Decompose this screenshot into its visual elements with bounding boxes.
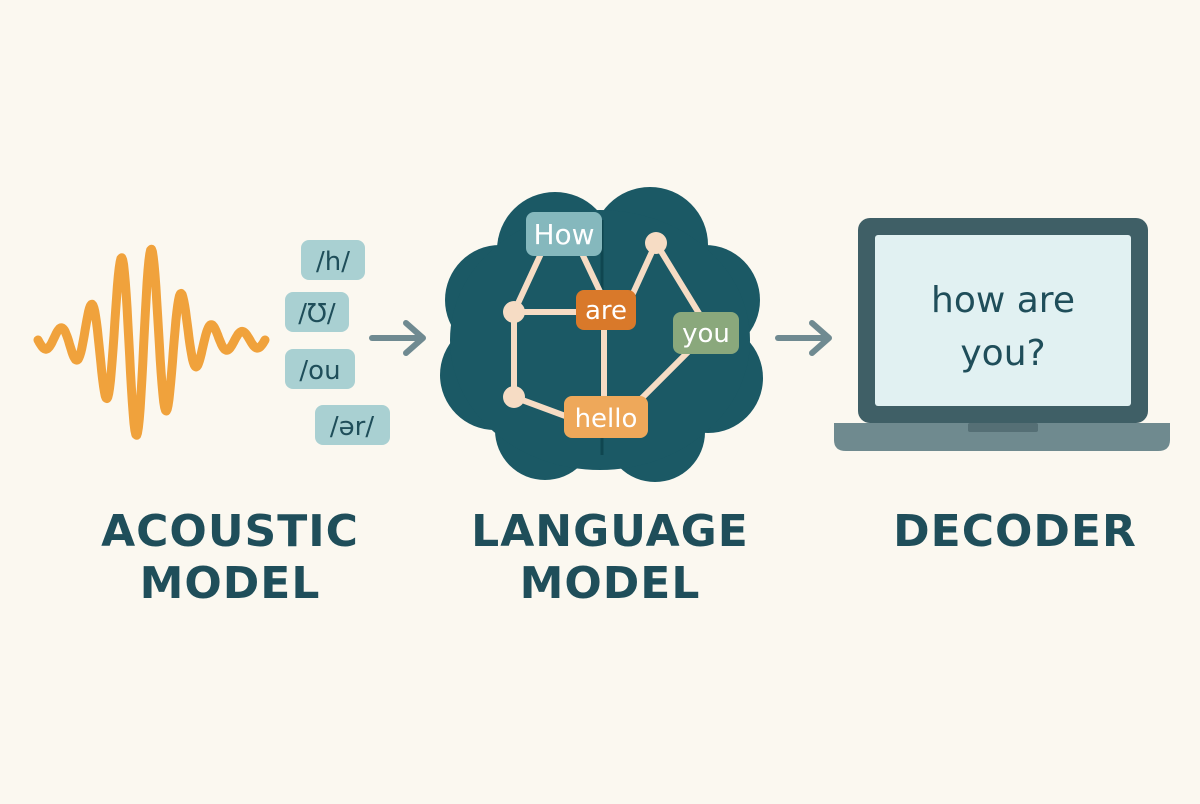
phoneme-chip-bg [301, 240, 365, 280]
word-label: are [585, 296, 627, 326]
network-node [503, 301, 525, 323]
phoneme-chip: /Ʊ/ [285, 292, 349, 332]
phoneme-label: /ər/ [330, 412, 374, 442]
word-label: you [682, 319, 730, 349]
word-chip-how: How [526, 212, 602, 256]
word-chip-bg [673, 312, 739, 354]
word-label: hello [575, 404, 638, 434]
word-chip-hello: hello [564, 396, 648, 438]
word-chip-bg [526, 212, 602, 256]
language-model-label: LANGUAGE MODEL [445, 506, 775, 610]
label-line: MODEL [519, 558, 701, 609]
word-chip-bg [576, 290, 636, 330]
decoder-output-line2: you? [960, 333, 1045, 374]
decoder-label: DECODER [855, 506, 1175, 558]
arrow-right-icon [369, 320, 426, 356]
acoustic-model-group: /h/ /Ʊ/ /ou /ər/ [33, 240, 390, 445]
phoneme-chip: /ou [285, 349, 355, 389]
phoneme-chip-bg [285, 349, 355, 389]
language-model-group: How are you hello [440, 187, 763, 482]
network-node [645, 232, 667, 254]
network-nodes [503, 232, 667, 408]
label-line: DECODER [893, 506, 1137, 557]
network-edge [511, 242, 548, 315]
decoder-group: how are you? [834, 218, 1170, 451]
acoustic-model-label: ACOUSTIC MODEL [55, 506, 405, 610]
phoneme-label: /Ʊ/ [298, 299, 336, 329]
network-edge [637, 347, 693, 403]
label-line: LANGUAGE [471, 506, 749, 557]
label-line: MODEL [139, 558, 321, 609]
phoneme-chip-bg [315, 405, 390, 445]
phoneme-chip: /h/ [301, 240, 365, 280]
arrow-right-icon [775, 320, 832, 356]
phoneme-label: /ou [299, 356, 340, 386]
label-line: ACOUSTIC [101, 506, 359, 557]
laptop-trackpad-notch [968, 423, 1038, 432]
phoneme-chip-bg [285, 292, 349, 332]
word-chip-are: are [576, 290, 636, 330]
laptop-screen [875, 235, 1131, 406]
network-node [503, 386, 525, 408]
word-label: How [533, 218, 594, 251]
word-chip-you: you [673, 312, 739, 354]
decoder-output-line1: how are [931, 280, 1075, 321]
laptop-base [834, 423, 1170, 451]
laptop-icon [834, 218, 1170, 451]
phoneme-chip: /ər/ [315, 405, 390, 445]
phoneme-label: /h/ [316, 247, 350, 277]
waveform-icon [33, 244, 270, 440]
network-edge [653, 240, 703, 318]
word-chip-bg [564, 396, 648, 438]
